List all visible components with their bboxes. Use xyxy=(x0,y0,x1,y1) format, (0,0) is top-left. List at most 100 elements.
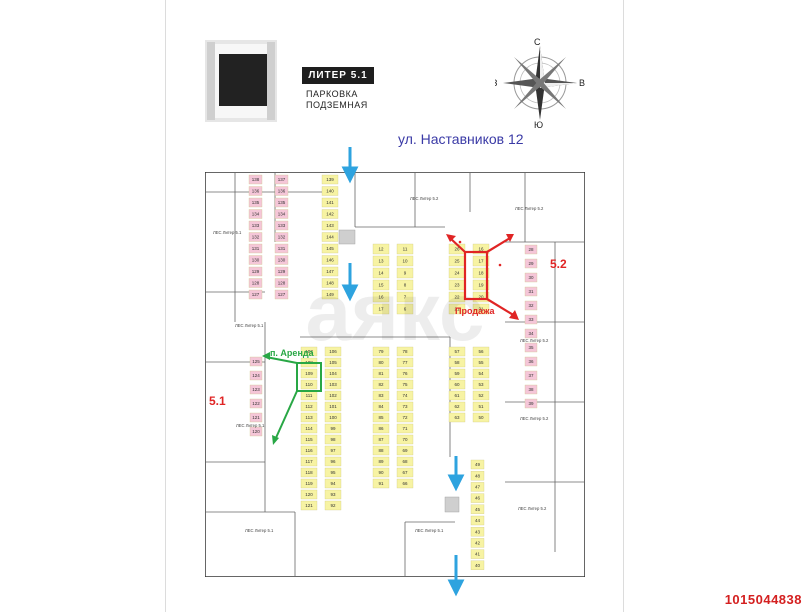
listing-id: 1015044838 xyxy=(724,592,802,607)
parking-space-59 xyxy=(448,368,466,379)
parking-space-80 xyxy=(372,357,390,368)
parking-space-120 xyxy=(249,426,263,437)
parking-space-134 xyxy=(274,209,289,219)
compass-north: С xyxy=(534,38,541,47)
parking-space-71 xyxy=(396,423,414,434)
parking-space-number: 80 xyxy=(378,360,384,365)
parking-space-10 xyxy=(396,255,414,267)
parking-space-number: 52 xyxy=(478,393,484,398)
parking-space-number: 140 xyxy=(326,189,334,194)
parking-space-112 xyxy=(300,401,318,412)
parking-space-number: 141 xyxy=(326,200,334,205)
parking-space-41 xyxy=(470,549,485,559)
parking-space-40 xyxy=(470,560,485,570)
parking-space-131 xyxy=(274,243,289,254)
parking-space-95 xyxy=(324,467,342,478)
parking-space-38 xyxy=(524,384,538,395)
parking-space-number: 121 xyxy=(252,415,260,420)
parking-space-number: 133 xyxy=(252,223,260,228)
parking-space-number: 107 xyxy=(305,349,313,354)
parking-space-28 xyxy=(524,244,538,255)
parking-space-number: 68 xyxy=(402,459,408,464)
parking-space-44 xyxy=(470,515,485,526)
parking-space-98 xyxy=(324,434,342,445)
parking-space-120 xyxy=(300,489,318,500)
parking-space-129 xyxy=(248,266,263,277)
parking-space-51 xyxy=(472,401,490,412)
parking-space-148 xyxy=(321,278,339,288)
parking-space-number: 30 xyxy=(528,275,534,280)
parking-space-76 xyxy=(396,368,414,379)
parking-space-number: 34 xyxy=(528,331,534,336)
parking-space-12 xyxy=(372,243,390,255)
parking-space-86 xyxy=(372,423,390,434)
parking-space-number: 63 xyxy=(454,415,460,420)
parking-space-number: 25 xyxy=(454,259,460,264)
parking-space-number: 16 xyxy=(478,247,484,252)
parking-space-number: 12 xyxy=(378,247,384,252)
parking-space-9 xyxy=(396,267,414,279)
parking-space-number: 127 xyxy=(252,292,260,297)
parking-space-13 xyxy=(372,255,390,267)
parking-space-36 xyxy=(524,356,538,367)
parking-space-number: 22 xyxy=(454,295,460,300)
parking-space-115 xyxy=(300,434,318,445)
parking-space-131 xyxy=(248,243,263,254)
parking-space-143 xyxy=(321,220,339,231)
parking-space-6 xyxy=(396,303,414,315)
building-logo xyxy=(205,40,277,122)
stair-left-low: ЛЕС Литер 5.1 xyxy=(236,423,265,428)
parking-space-number: 21 xyxy=(454,307,460,312)
parking-space-number: 97 xyxy=(330,448,336,453)
parking-space-75 xyxy=(396,379,414,390)
parking-space-number: 131 xyxy=(278,246,286,251)
parking-space-number: 129 xyxy=(278,269,286,274)
parking-space-124 xyxy=(249,370,263,381)
parking-space-31 xyxy=(524,286,538,297)
parking-space-number: 131 xyxy=(252,246,260,251)
parking-space-121 xyxy=(249,412,263,423)
parking-space-130 xyxy=(248,255,263,265)
parking-space-number: 40 xyxy=(475,563,481,568)
parking-space-number: 73 xyxy=(402,404,408,409)
parking-space-number: 74 xyxy=(402,393,408,398)
parking-space-number: 50 xyxy=(478,415,484,420)
parking-space-number: 43 xyxy=(475,529,481,534)
parking-space-number: 116 xyxy=(305,448,313,453)
street-label: ул. Наставников 12 xyxy=(398,131,524,147)
parking-space-number: 112 xyxy=(305,404,313,409)
parking-space-84 xyxy=(372,401,390,412)
parking-space-number: 54 xyxy=(478,371,484,376)
parking-space-81 xyxy=(372,368,390,379)
parking-space-number: 103 xyxy=(329,382,337,387)
parking-space-number: 117 xyxy=(305,459,313,464)
parking-space-146 xyxy=(321,255,339,265)
parking-space-number: 7 xyxy=(404,295,407,300)
parking-space-number: 136 xyxy=(278,189,286,194)
parking-space-number: 78 xyxy=(402,349,408,354)
parking-space-number: 8 xyxy=(404,283,407,288)
parking-space-128 xyxy=(248,278,263,288)
parking-space-114 xyxy=(300,423,318,434)
stair-right-low: ЛЕС Литер 5.2 xyxy=(520,416,549,421)
parking-space-number: 122 xyxy=(252,401,260,406)
parking-space-30 xyxy=(524,272,538,283)
parking-space-132 xyxy=(248,232,263,242)
parking-space-number: 17 xyxy=(478,259,484,264)
parking-space-number: 118 xyxy=(305,470,313,475)
parking-space-60 xyxy=(448,379,466,390)
parking-space-number: 91 xyxy=(378,481,384,486)
parking-space-134 xyxy=(248,209,263,219)
parking-space-number: 106 xyxy=(329,349,337,354)
parking-space-number: 113 xyxy=(305,415,313,420)
parking-space-number: 109 xyxy=(305,371,313,376)
parking-space-73 xyxy=(396,401,414,412)
parking-type-line2: ПОДЗЕМНАЯ xyxy=(306,100,368,110)
parking-space-number: 128 xyxy=(252,281,260,286)
stair-top-right: ЛЕС Литер 5.2 xyxy=(515,206,544,211)
parking-space-136 xyxy=(274,186,289,196)
parking-space-147 xyxy=(321,266,339,277)
stair-bottom-mid: ЛЕС Литер 5.1 xyxy=(415,528,444,533)
parking-space-number: 6 xyxy=(404,307,407,312)
parking-space-8 xyxy=(396,279,414,291)
